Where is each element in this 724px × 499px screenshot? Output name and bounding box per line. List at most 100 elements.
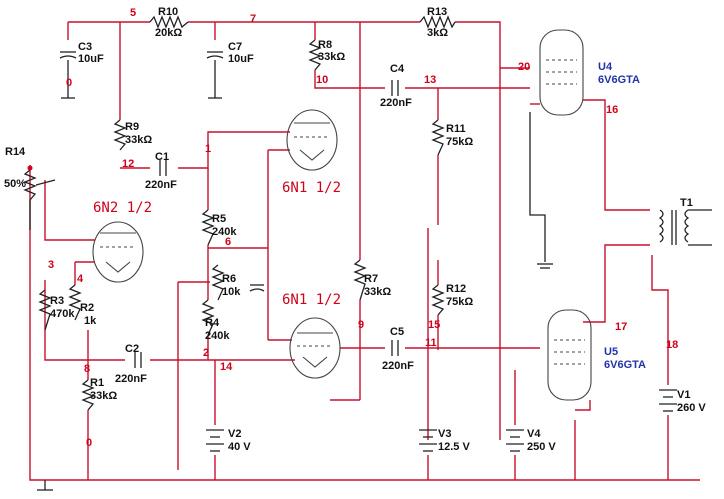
net-label: 18 bbox=[666, 339, 678, 351]
net-label: 20 bbox=[518, 61, 530, 73]
c5-value: 220nF bbox=[382, 360, 414, 372]
u5-type: 6V6GTA bbox=[604, 359, 646, 371]
c1-ref: C1 bbox=[155, 151, 169, 163]
v2-ref: V2 bbox=[228, 428, 241, 440]
r2-ref: R2 bbox=[80, 302, 94, 314]
v2-value: 40 V bbox=[228, 441, 251, 453]
net-label: 1 bbox=[205, 143, 211, 155]
r5-value: 240k bbox=[212, 226, 237, 238]
r6-value: 10k bbox=[222, 286, 241, 298]
u5-ref: U5 bbox=[604, 346, 618, 358]
net-label: 12 bbox=[122, 158, 134, 170]
r9-value: 33kΩ bbox=[125, 134, 152, 146]
v3-value: 12.5 V bbox=[438, 441, 470, 453]
net-label: 16 bbox=[606, 104, 618, 116]
r10-ref: R10 bbox=[158, 6, 178, 18]
r9-symbol bbox=[113, 119, 127, 151]
c2-value: 220nF bbox=[115, 373, 147, 385]
c1-value: 220nF bbox=[145, 179, 177, 191]
r3-ref: R3 bbox=[50, 295, 64, 307]
net-label: 0 bbox=[66, 77, 72, 89]
net-labels: 5 7 0 12 1 3 4 8 0 10 6 2 14 9 13 20 16 … bbox=[48, 7, 678, 449]
r8-ref: R8 bbox=[318, 39, 332, 51]
r3-value: 470k bbox=[50, 308, 75, 320]
r7-ref: R7 bbox=[364, 273, 378, 285]
net-label: 0 bbox=[86, 437, 92, 449]
r12-symbol bbox=[431, 284, 445, 316]
net-label: 5 bbox=[130, 7, 136, 19]
t1-transformer bbox=[658, 209, 712, 246]
c7-value: 10uF bbox=[228, 53, 254, 65]
tube-label-top: 6N1 1/2 bbox=[282, 180, 341, 196]
net-label: 11 bbox=[425, 337, 437, 349]
c3-ref: C3 bbox=[78, 41, 92, 53]
r1-value: 33kΩ bbox=[90, 390, 117, 402]
r10-value: 20kΩ bbox=[155, 27, 182, 39]
net-label: 3 bbox=[48, 259, 54, 271]
net-label: 7 bbox=[250, 13, 256, 25]
r11-symbol bbox=[431, 119, 445, 156]
r3-symbol bbox=[38, 289, 52, 331]
batteries bbox=[206, 389, 677, 452]
r9-ref: R9 bbox=[125, 121, 139, 133]
v1-value: 260 V bbox=[677, 402, 706, 414]
r6-symbol bbox=[211, 264, 225, 301]
r7-value: 33kΩ bbox=[364, 286, 391, 298]
r12-ref: R12 bbox=[446, 283, 466, 295]
r2-symbol bbox=[68, 284, 82, 321]
tube-labels: 6N2 1/2 6N1 1/2 6N1 1/2 bbox=[93, 180, 341, 308]
r4-ref: R4 bbox=[205, 317, 220, 329]
r4-symbol bbox=[201, 299, 215, 336]
u4-ref: U4 bbox=[598, 61, 613, 73]
t1-ref: T1 bbox=[680, 197, 693, 209]
tube-label-driver: 6N2 1/2 bbox=[93, 200, 152, 216]
net-label: 15 bbox=[428, 319, 440, 331]
r5-ref: R5 bbox=[212, 213, 226, 225]
c3-value: 10uF bbox=[78, 53, 104, 65]
net-label: 9 bbox=[358, 319, 364, 331]
v1-ref: V1 bbox=[677, 389, 690, 401]
r12-value: 75kΩ bbox=[446, 296, 473, 308]
r7-symbol bbox=[353, 259, 367, 301]
c5-ref: C5 bbox=[390, 326, 404, 338]
c4-value: 220nF bbox=[380, 97, 412, 109]
tubes bbox=[92, 29, 592, 401]
r6-ref: R6 bbox=[222, 273, 236, 285]
r5-symbol bbox=[201, 209, 215, 246]
component-labels: R10 20kΩ R13 3kΩ R8 33kΩ R9 33kΩ R11 75k… bbox=[4, 6, 706, 453]
r1-symbol bbox=[81, 379, 95, 411]
net-label: 14 bbox=[220, 361, 233, 373]
net-label: 13 bbox=[424, 74, 436, 86]
wires bbox=[29, 21, 700, 481]
r14-ref: R14 bbox=[5, 146, 26, 158]
r2-value: 1k bbox=[84, 315, 97, 327]
r10-symbol bbox=[149, 15, 189, 29]
net-label: 10 bbox=[316, 74, 328, 86]
v4-ref: V4 bbox=[527, 428, 541, 440]
ground-wires bbox=[37, 60, 553, 491]
r1-ref: R1 bbox=[90, 377, 104, 389]
net-label: 8 bbox=[84, 363, 90, 375]
c4-ref: C4 bbox=[390, 63, 405, 75]
c2-ref: C2 bbox=[125, 343, 139, 355]
r4-value: 240k bbox=[205, 330, 230, 342]
r13-symbol bbox=[419, 15, 456, 29]
tube-label-bottom: 6N1 1/2 bbox=[282, 292, 341, 308]
r14-value: 50% bbox=[4, 178, 26, 190]
r8-value: 33kΩ bbox=[318, 51, 345, 63]
r11-ref: R11 bbox=[446, 123, 466, 135]
capacitors bbox=[59, 51, 399, 368]
u4-type: 6V6GTA bbox=[598, 74, 640, 86]
r13-ref: R13 bbox=[427, 6, 447, 18]
net-label: 17 bbox=[615, 321, 627, 333]
net-label: 6 bbox=[225, 236, 231, 248]
v3-ref: V3 bbox=[438, 428, 451, 440]
r8-symbol bbox=[308, 39, 322, 71]
resistors bbox=[23, 15, 456, 411]
net-label: 4 bbox=[77, 273, 84, 285]
net-label: 2 bbox=[203, 347, 209, 359]
r14-symbol bbox=[23, 169, 37, 201]
r13-value: 3kΩ bbox=[427, 27, 448, 39]
